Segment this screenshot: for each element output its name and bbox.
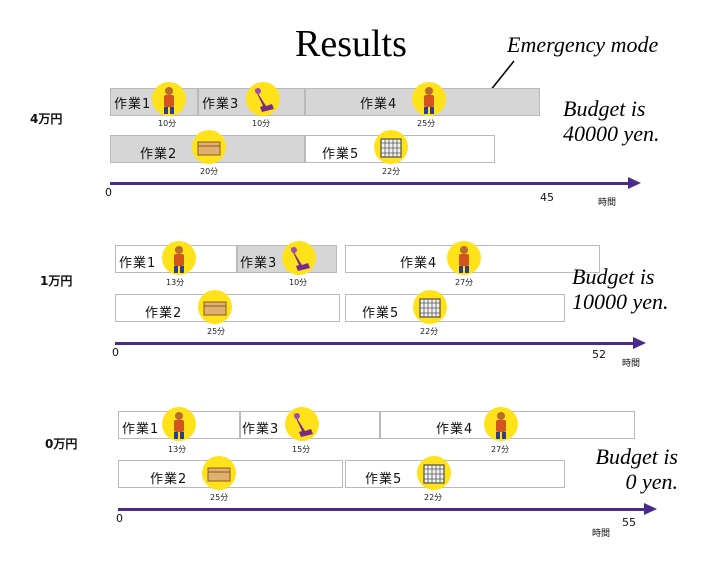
vacuum-icon bbox=[282, 241, 316, 275]
budget-level-label: 0万円 bbox=[45, 437, 78, 451]
worker-icon bbox=[162, 241, 196, 275]
task-label-5: 作業5 bbox=[322, 147, 360, 162]
basket-icon bbox=[413, 290, 447, 324]
time-unit-label: 時間 bbox=[622, 359, 641, 369]
budget-caption-line2: 10000 yen. bbox=[572, 289, 669, 314]
box-icon bbox=[198, 290, 232, 324]
basket-icon bbox=[374, 130, 408, 164]
worker-icon bbox=[484, 407, 518, 441]
task-duration-2: 25分 bbox=[207, 327, 226, 336]
page-title: Results bbox=[295, 23, 407, 65]
budget-caption-line1: Budget is bbox=[572, 264, 655, 289]
task-duration-2: 25分 bbox=[210, 493, 229, 502]
task-duration-2: 20分 bbox=[200, 167, 219, 176]
budget-caption-line2: 40000 yen. bbox=[563, 121, 660, 146]
budget-caption-line2: 0 yen. bbox=[625, 469, 678, 494]
time-axis-arrowhead bbox=[633, 337, 646, 349]
task-label-1: 作業1 bbox=[114, 97, 152, 112]
budget-level-label: 1万円 bbox=[40, 274, 73, 288]
axis-end-label: 45 bbox=[540, 191, 554, 204]
time-axis-arrowhead bbox=[628, 177, 641, 189]
box-icon bbox=[192, 130, 226, 164]
task-label-4: 作業4 bbox=[436, 422, 474, 437]
task-duration-1: 13分 bbox=[166, 278, 185, 287]
task-label-2: 作業2 bbox=[150, 472, 188, 487]
task-label-1: 作業1 bbox=[119, 256, 157, 271]
time-unit-label: 時間 bbox=[592, 529, 611, 539]
task-duration-5: 22分 bbox=[424, 493, 443, 502]
emergency-mode-label: Emergency mode bbox=[507, 32, 659, 57]
task-label-4: 作業4 bbox=[360, 97, 398, 112]
worker-icon bbox=[152, 82, 186, 116]
worker-icon bbox=[162, 407, 196, 441]
worker-icon bbox=[447, 241, 481, 275]
timeline-panel-0: 0万円 作業1 作業3 作業4 作業2 作業5 13分 15分 27分 25分 … bbox=[0, 402, 720, 582]
task-label-5: 作業5 bbox=[362, 306, 400, 321]
box-icon bbox=[202, 456, 236, 490]
axis-start-label: 0 bbox=[112, 346, 119, 359]
worker-icon bbox=[412, 82, 446, 116]
budget-caption-line1: Budget is bbox=[595, 444, 679, 469]
task-duration-3: 15分 bbox=[292, 445, 311, 454]
task-duration-4: 25分 bbox=[417, 119, 436, 128]
vacuum-icon bbox=[285, 407, 319, 441]
task-label-2: 作業2 bbox=[145, 306, 183, 321]
budget-caption: Budget is 40000 yen. bbox=[563, 96, 660, 146]
task-label-3: 作業3 bbox=[240, 256, 278, 271]
task-label-3: 作業3 bbox=[242, 422, 280, 437]
task-bar-5 bbox=[345, 460, 565, 488]
task-bar-5 bbox=[345, 294, 565, 322]
task-duration-1: 13分 bbox=[168, 445, 187, 454]
axis-end-label: 52 bbox=[592, 348, 606, 361]
task-duration-4: 27分 bbox=[491, 445, 510, 454]
task-duration-1: 10分 bbox=[158, 119, 177, 128]
time-unit-label: 時間 bbox=[598, 198, 617, 208]
task-label-1: 作業1 bbox=[122, 422, 160, 437]
task-duration-3: 10分 bbox=[252, 119, 271, 128]
time-axis bbox=[118, 508, 646, 511]
task-duration-4: 27分 bbox=[455, 278, 474, 287]
task-duration-3: 10分 bbox=[289, 278, 308, 287]
axis-start-label: 0 bbox=[105, 186, 112, 199]
task-label-5: 作業5 bbox=[365, 472, 403, 487]
task-duration-5: 22分 bbox=[420, 327, 439, 336]
task-duration-5: 22分 bbox=[382, 167, 401, 176]
time-axis bbox=[110, 182, 630, 185]
timeline-panel-40000: 4万円 作業1 作業3 作業4 作業2 作業5 10分 10分 25分 20分 … bbox=[0, 80, 720, 260]
timeline-panel-10000: 1万円 作業1 作業3 作業4 作業2 作業5 13分 10分 27分 25分 … bbox=[0, 236, 720, 416]
axis-start-label: 0 bbox=[116, 512, 123, 525]
time-axis bbox=[115, 342, 635, 345]
budget-caption: Budget is 10000 yen. bbox=[572, 264, 669, 314]
axis-end-label: 55 bbox=[622, 516, 636, 529]
basket-icon bbox=[417, 456, 451, 490]
task-label-2: 作業2 bbox=[140, 147, 178, 162]
budget-level-label: 4万円 bbox=[30, 112, 63, 126]
budget-caption: Budget is 0 yen. bbox=[578, 444, 679, 494]
budget-caption-line1: Budget is bbox=[563, 96, 646, 121]
task-label-3: 作業3 bbox=[202, 97, 240, 112]
time-axis-arrowhead bbox=[644, 503, 657, 515]
vacuum-icon bbox=[246, 82, 280, 116]
task-label-4: 作業4 bbox=[400, 256, 438, 271]
